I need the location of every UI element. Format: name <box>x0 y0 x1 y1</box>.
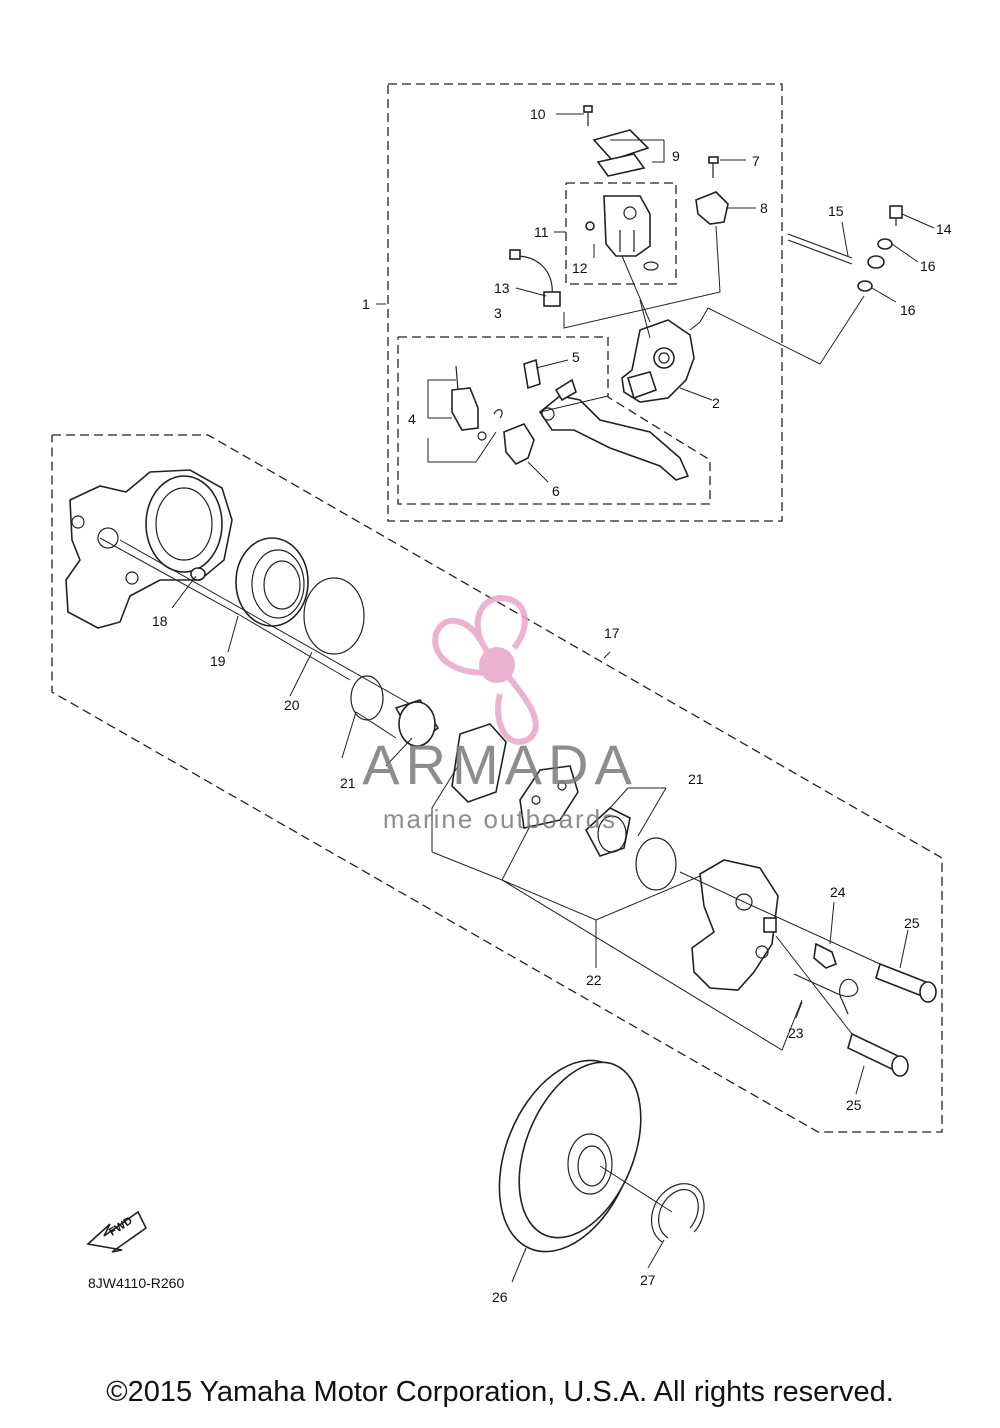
pad-pin <box>793 973 859 1015</box>
callout-22: 22 <box>586 972 602 988</box>
secondary-piston-left <box>394 699 440 747</box>
fwd-arrow-icon: FWD <box>86 1210 148 1253</box>
dust-seal-right <box>635 837 677 891</box>
secondary-piston-right <box>585 807 631 857</box>
caliper-bolt-upper <box>875 962 937 1003</box>
circlip <box>647 1183 705 1269</box>
callout-labels: 1 2 3 4 5 6 7 8 9 10 11 12 13 14 15 16 1… <box>152 106 952 1305</box>
brake-pad-inner <box>451 723 507 803</box>
callout-9: 9 <box>672 148 680 164</box>
callout-1: 1 <box>362 296 370 312</box>
group-11-boundary <box>565 182 677 285</box>
lever-adjuster <box>451 365 503 441</box>
callout-24: 24 <box>830 884 846 900</box>
brake-disc <box>498 1059 673 1283</box>
callout-21a: 21 <box>340 775 356 791</box>
bleed-nipple-cap <box>190 567 206 581</box>
group-17-boundary <box>51 434 943 1133</box>
lower-leader-lines <box>99 537 909 1095</box>
group-1-boundary <box>387 83 783 522</box>
copper-washer-upper <box>877 238 893 250</box>
lever-pivot-cover <box>503 423 535 465</box>
watermark-tagline: marine outboards <box>383 804 617 834</box>
brake-hose <box>787 233 885 269</box>
callout-27: 27 <box>640 1272 656 1288</box>
cylinder-holder <box>695 191 729 225</box>
callout-13: 13 <box>494 280 510 296</box>
caliper-bolt-lower <box>847 1032 909 1077</box>
callout-16a: 16 <box>920 258 936 274</box>
lever-bolt <box>523 358 541 390</box>
reservoir-cap <box>592 129 650 177</box>
callout-21b: 21 <box>688 771 704 787</box>
callout-25a: 25 <box>904 915 920 931</box>
callout-7: 7 <box>752 153 760 169</box>
brake-lever <box>538 378 690 481</box>
caliper-housing <box>65 469 233 629</box>
callout-14: 14 <box>936 221 952 237</box>
callout-11: 11 <box>534 224 549 240</box>
master-cylinder-body <box>621 319 695 403</box>
reservoir <box>603 195 659 271</box>
callout-18: 18 <box>152 613 168 629</box>
callout-5: 5 <box>572 349 580 365</box>
callout-16b: 16 <box>900 302 916 318</box>
dust-seal-left <box>350 675 384 721</box>
callout-15: 15 <box>828 203 844 219</box>
callout-17: 17 <box>604 625 620 641</box>
callout-8: 8 <box>760 200 768 216</box>
callout-20: 20 <box>284 697 300 713</box>
group-3-boundary <box>397 336 711 505</box>
callout-23: 23 <box>788 1025 804 1041</box>
callout-2: 2 <box>712 395 720 411</box>
holder-screw <box>708 156 719 178</box>
upper-leader-lines <box>376 113 935 483</box>
callout-25b: 25 <box>846 1097 862 1113</box>
watermark-brand: ARMADA <box>362 733 638 796</box>
bleed-screw <box>813 942 837 969</box>
propeller-logo-icon <box>432 594 539 745</box>
callout-10: 10 <box>530 106 546 122</box>
caliper-outer-half <box>691 859 779 991</box>
brake-switch <box>509 249 561 307</box>
callout-3: 3 <box>494 305 502 321</box>
cap-screw <box>583 105 593 126</box>
reservoir-screw <box>585 221 595 231</box>
brake-pad-outer <box>519 765 579 829</box>
copyright-notice: ©2015 Yamaha Motor Corporation, U.S.A. A… <box>106 1376 894 1408</box>
armada-watermark: ARMADA marine outboards <box>362 594 638 834</box>
callout-19: 19 <box>210 653 226 669</box>
callout-26: 26 <box>492 1289 508 1305</box>
union-bolt <box>889 205 903 226</box>
caliper-piston <box>235 537 309 627</box>
callout-6: 6 <box>552 483 560 499</box>
callout-12: 12 <box>572 260 588 276</box>
piston-seal <box>303 577 365 655</box>
diagram-code: 8JW4110-R260 <box>88 1275 185 1291</box>
copper-washer-lower <box>857 280 873 292</box>
callout-4: 4 <box>408 411 416 427</box>
